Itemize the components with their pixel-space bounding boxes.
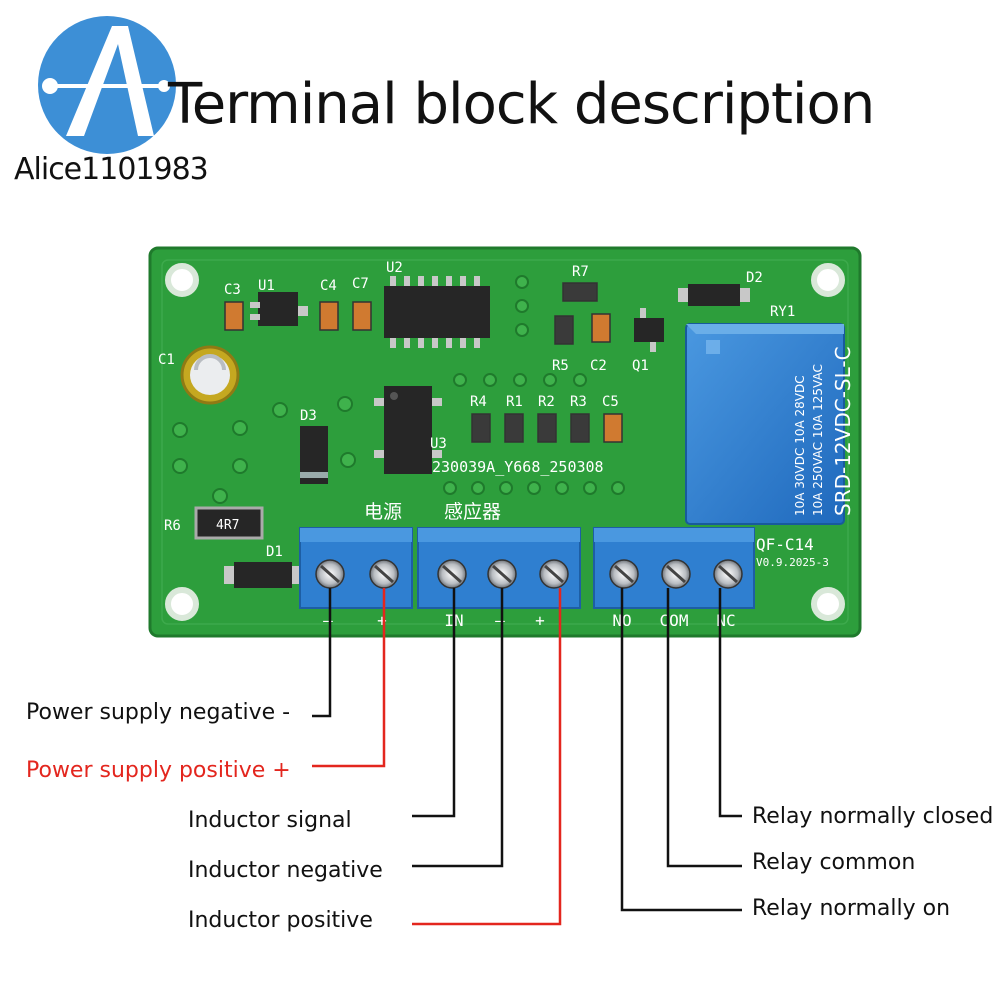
silk-c5: C5 <box>602 394 619 410</box>
silk-pin-plus-power: + <box>377 611 387 630</box>
leader-power-negative <box>312 588 332 718</box>
regulator-u1 <box>258 292 298 326</box>
terminal-block-sensor <box>417 527 581 609</box>
resistor-r4 <box>471 413 491 443</box>
silk-c2: C2 <box>590 358 607 374</box>
label-inductor-positive: Inductor positive <box>188 908 373 933</box>
optocoupler-u3 <box>384 386 432 474</box>
capacitor-c2 <box>591 313 611 343</box>
silk-c3: C3 <box>224 282 241 298</box>
label-power-negative: Power supply negative - <box>26 700 291 725</box>
resistor-r3 <box>570 413 590 443</box>
silk-r6-value: 4R7 <box>216 518 239 533</box>
silk-r1: R1 <box>506 394 523 410</box>
silk-pin-minus-sensor: – <box>495 611 505 630</box>
leader-power-positive <box>312 588 386 768</box>
diode-d1 <box>234 562 292 588</box>
capacitor-c4 <box>319 301 339 331</box>
silk-r3: R3 <box>570 394 587 410</box>
mounting-holes <box>165 263 845 621</box>
leader-relay-com <box>666 588 742 868</box>
silk-u3: U3 <box>430 436 447 452</box>
silk-d3: D3 <box>300 408 317 424</box>
resistor-r5 <box>554 315 574 345</box>
silk-c1: C1 <box>158 352 175 368</box>
leader-inductor-signal <box>412 588 456 818</box>
silk-r5: R5 <box>552 358 569 374</box>
silk-pin-com: COM <box>660 611 689 630</box>
silk-pin-minus-power: – <box>323 611 333 630</box>
capacitor-c3 <box>224 301 244 331</box>
silk-pin-plus-sensor: + <box>535 611 545 630</box>
logo-a-icon <box>42 26 170 136</box>
silk-sensor-cn: 感应器 <box>444 501 501 523</box>
label-inductor-signal: Inductor signal <box>188 808 352 833</box>
transistor-q1 <box>634 318 664 342</box>
silk-version: V0.9.2025-3 <box>756 556 829 569</box>
silk-r7: R7 <box>572 264 589 280</box>
silk-d2: D2 <box>746 270 763 286</box>
terminal-block-relay <box>593 527 755 609</box>
silk-serial: 230039A_Y668_250308 <box>432 458 604 476</box>
label-inductor-negative: Inductor negative <box>188 858 383 883</box>
page-title: Terminal block description <box>168 72 875 137</box>
silk-q1: Q1 <box>632 358 649 374</box>
leader-inductor-positive <box>412 588 562 926</box>
ic-u2 <box>384 276 490 348</box>
label-relay-com: Relay common <box>752 850 916 875</box>
label-relay-nc: Relay normally closed <box>752 804 994 829</box>
leader-relay-nc <box>718 588 742 818</box>
silk-u2: U2 <box>386 260 403 276</box>
capacitor-c5 <box>603 413 623 443</box>
resistor-r7 <box>562 282 598 302</box>
silk-u1: U1 <box>258 278 275 294</box>
diode-d2 <box>688 284 740 306</box>
terminal-block-power <box>299 527 413 609</box>
silk-model: QF-C14 <box>756 535 814 554</box>
silk-r4: R4 <box>470 394 487 410</box>
relay-rating-line2: 10A 250VAC 10A 125VAC <box>811 364 825 516</box>
brand-name: Alice1101983 <box>14 152 209 187</box>
resistor-r1 <box>504 413 524 443</box>
leader-relay-no <box>620 588 742 912</box>
silk-c4: C4 <box>320 278 337 294</box>
label-relay-no: Relay normally on <box>752 896 951 921</box>
relay-rating-line3: 10A 30VDC 10A 28VDC <box>793 375 807 516</box>
silk-power-cn: 电源 <box>364 501 402 523</box>
capacitor-c7 <box>352 301 372 331</box>
silk-r2: R2 <box>538 394 555 410</box>
resistor-r2 <box>537 413 557 443</box>
brand-logo <box>38 16 176 154</box>
silk-ry1: RY1 <box>770 304 795 320</box>
silk-d1: D1 <box>266 544 283 560</box>
silk-r6: R6 <box>164 518 181 534</box>
leader-inductor-negative <box>412 588 504 868</box>
silk-c7: C7 <box>352 276 369 292</box>
resistor-r6 <box>194 506 264 540</box>
relay-model-text: SRD-12VDC-SL-C <box>831 346 855 516</box>
label-power-positive: Power supply positive + <box>26 758 291 783</box>
